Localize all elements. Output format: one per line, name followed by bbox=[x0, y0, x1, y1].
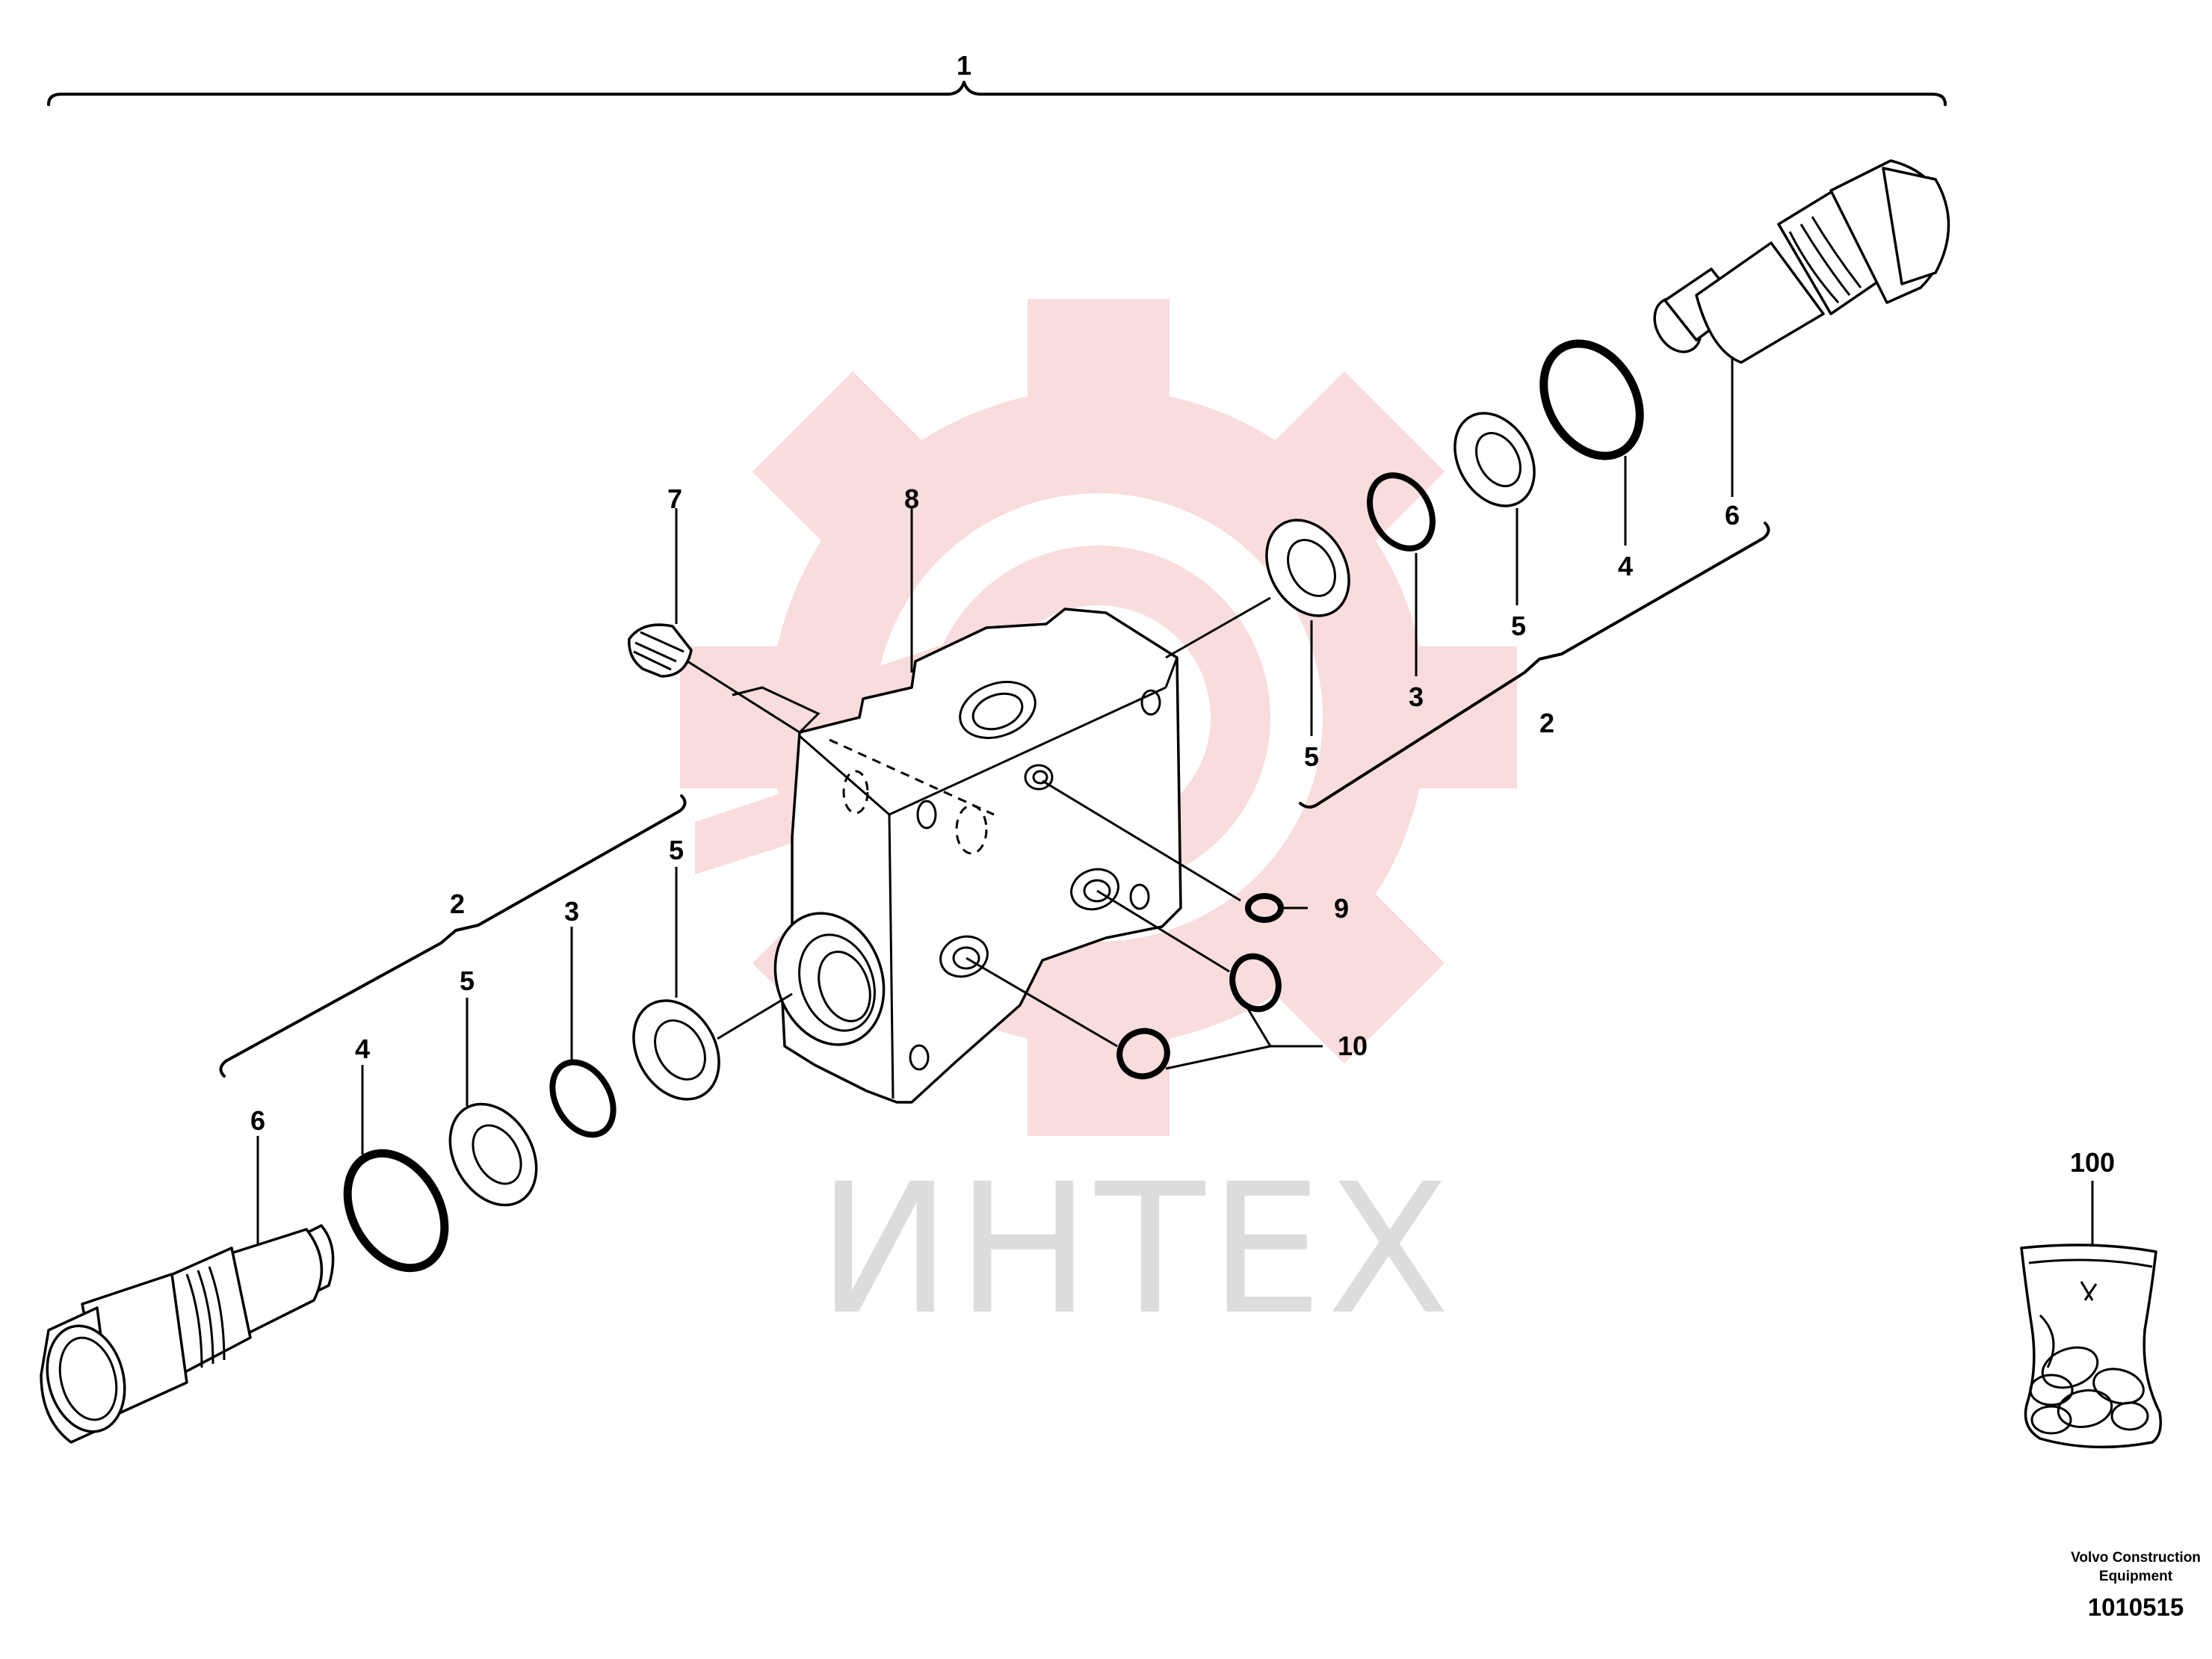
assembly-bracket: 1 bbox=[47, 50, 1947, 106]
backup-ring-right: 4 bbox=[1539, 339, 1644, 581]
credit-line-1: Volvo Construction bbox=[2071, 1550, 2201, 1566]
callout-7: 7 bbox=[667, 484, 682, 514]
callout-5-right-a: 5 bbox=[1304, 741, 1319, 772]
plug-right: 6 bbox=[1653, 159, 1950, 531]
left-valve-bracket: 2 bbox=[219, 794, 687, 1078]
credit-line-2: Equipment bbox=[2099, 1569, 2173, 1584]
right-valve-bracket: 2 bbox=[1299, 522, 1770, 809]
callout-4-right: 4 bbox=[1618, 551, 1633, 581]
callout-10: 10 bbox=[1338, 1031, 1368, 1061]
seal-kit-bag: 100 bbox=[2020, 1147, 2162, 1449]
drawing-number: 1010515 bbox=[2088, 1593, 2184, 1621]
callout-6-left: 6 bbox=[250, 1105, 265, 1136]
callout-5-left-a: 5 bbox=[669, 835, 684, 865]
oring-left: 3 bbox=[549, 896, 617, 1138]
callout-2-right: 2 bbox=[1539, 708, 1554, 738]
callout-9: 9 bbox=[1334, 893, 1349, 924]
backup-ring-left: 4 bbox=[343, 1034, 449, 1273]
port-orings: 10 bbox=[966, 889, 1368, 1080]
callout-5-left-b: 5 bbox=[460, 966, 475, 996]
callout-3-left: 3 bbox=[564, 896, 579, 927]
callout-3-right: 3 bbox=[1409, 682, 1424, 712]
callout-6-right: 6 bbox=[1725, 500, 1740, 531]
valve-block bbox=[687, 608, 1182, 1104]
watermark-text: ИНТЕХ bbox=[818, 1145, 1455, 1354]
set-screw: 7 bbox=[628, 484, 693, 678]
callout-8: 8 bbox=[904, 484, 919, 514]
callout-2-left: 2 bbox=[450, 889, 465, 919]
washer-left-b: 5 bbox=[448, 966, 538, 1207]
washer-left-a: 5 bbox=[632, 835, 793, 1101]
callout-5-right-b: 5 bbox=[1511, 611, 1526, 641]
credit-block: Volvo Construction Equipment 1010515 bbox=[2071, 1550, 2201, 1621]
oring-right: 3 bbox=[1367, 472, 1436, 712]
callout-4-left: 4 bbox=[355, 1034, 370, 1064]
callout-1: 1 bbox=[957, 50, 971, 81]
plug-left: 6 bbox=[40, 1105, 335, 1444]
washer-right-a: 5 bbox=[1165, 519, 1350, 772]
callout-100: 100 bbox=[2070, 1147, 2115, 1178]
small-oring: 9 bbox=[1042, 779, 1349, 924]
washer-right-b: 5 bbox=[1453, 412, 1536, 641]
